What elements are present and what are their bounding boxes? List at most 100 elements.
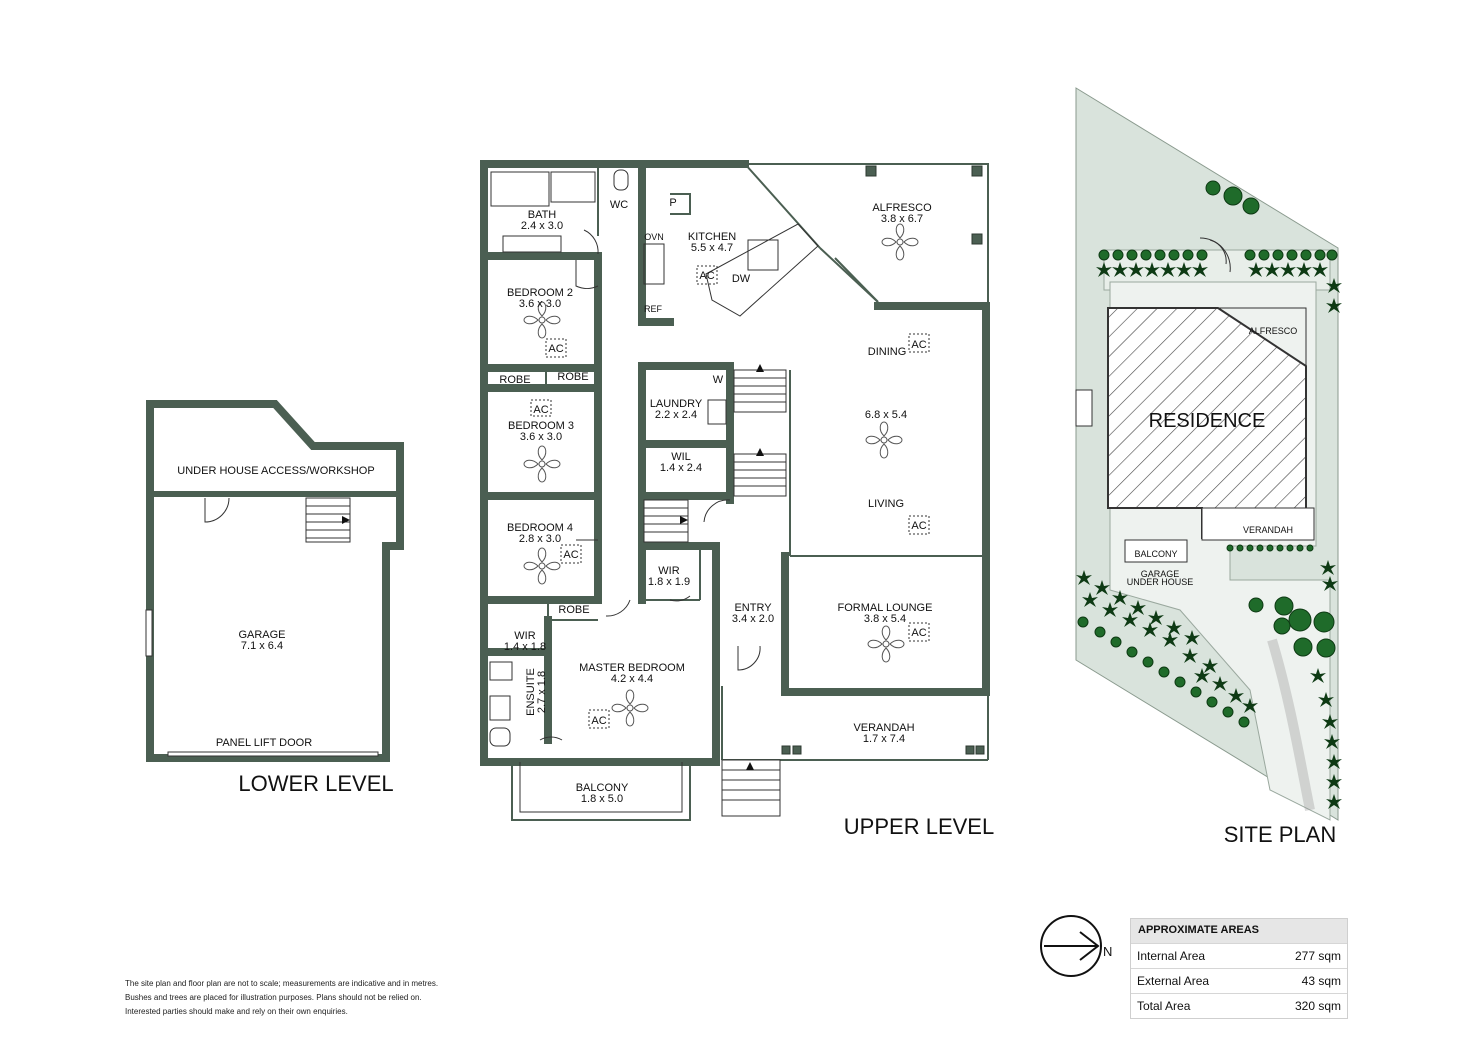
upper-stairs: [643, 364, 787, 817]
areas-header: APPROXIMATE AREAS: [1131, 919, 1347, 943]
bedroom-2-label: BEDROOM 2: [507, 287, 573, 299]
approximate-areas-table: APPROXIMATE AREAS Internal Area 277 sqm …: [1130, 918, 1348, 1019]
wir-label: WIR: [658, 565, 679, 577]
wir-size: 1.8 x 1.9: [648, 576, 690, 588]
panel-lift-door-label: PANEL LIFT DOOR: [216, 737, 312, 749]
alfresco-size: 3.8 x 6.7: [881, 213, 923, 225]
north-label: N: [1103, 944, 1113, 959]
kitchen-label: KITCHEN: [688, 231, 736, 243]
entry-size: 3.4 x 2.0: [732, 613, 774, 625]
residence-label: RESIDENCE: [1149, 410, 1266, 432]
pantry-label: P: [669, 197, 676, 209]
site-alfresco-label: ALFRESCO: [1249, 326, 1298, 336]
site-plan-title: SITE PLAN: [1224, 822, 1336, 847]
site-verandah-label: VERANDAH: [1243, 525, 1293, 535]
formal-lounge-ac-label: AC: [911, 627, 926, 639]
living-ac-label: AC: [911, 520, 926, 532]
oven-label: OVN: [644, 232, 664, 242]
bedroom-4-ac-label: AC: [563, 549, 578, 561]
kitchen-ac-label: AC: [699, 270, 714, 282]
site-balcony-label: BALCONY: [1134, 549, 1177, 559]
bath-label: BATH: [528, 209, 557, 221]
ac-icon: [588, 709, 610, 729]
disclaimer-line: Interested parties should make and rely …: [125, 1007, 348, 1016]
ensuite-size: 2.7 x 1.8: [536, 671, 548, 713]
formal-lounge-label: FORMAL LOUNGE: [838, 602, 933, 614]
balcony-label: BALCONY: [576, 782, 629, 794]
workshop-label: UNDER HOUSE ACCESS/WORKSHOP: [177, 465, 374, 477]
dining-ac-label: AC: [911, 339, 926, 351]
ac-icon: [908, 622, 930, 642]
living-label: LIVING: [868, 498, 904, 510]
wil-size: 1.4 x 2.4: [660, 462, 702, 474]
bedroom-3-size: 3.6 x 3.0: [520, 431, 562, 443]
living-size: 6.8 x 5.4: [865, 409, 907, 421]
bedroom-4-label: BEDROOM 4: [507, 522, 573, 534]
entry-label: ENTRY: [734, 602, 772, 614]
site-trees: [1077, 180, 1338, 728]
formal-lounge-size: 3.8 x 5.4: [864, 613, 906, 625]
area-value: 320 sqm: [1294, 999, 1341, 1013]
area-value: 43 sqm: [1301, 974, 1341, 988]
robe-label: ROBE: [557, 371, 588, 383]
site-garage-label: GARAGE: [1141, 569, 1180, 579]
ceiling-fan-icon: [611, 689, 649, 727]
verandah-size: 1.7 x 7.4: [863, 733, 905, 745]
area-value: 277 sqm: [1294, 949, 1341, 963]
north-arrow-icon: [1040, 915, 1102, 977]
garage-size: 7.1 x 6.4: [241, 640, 283, 652]
ceiling-fan-icon: [865, 421, 903, 459]
bedroom-3-label: BEDROOM 3: [508, 420, 574, 432]
alfresco-label: ALFRESCO: [872, 202, 932, 214]
master-ac-label: AC: [591, 715, 606, 727]
robe-label: ROBE: [558, 604, 589, 616]
area-row: Total Area 320 sqm: [1131, 993, 1347, 1018]
disclaimer: The site plan and floor plan are not to …: [125, 977, 485, 1019]
site-plan: [1075, 87, 1339, 821]
ac-icon: [560, 544, 582, 564]
master-bedroom-size: 4.2 x 4.4: [611, 673, 653, 685]
fridge-label: REF: [644, 304, 663, 314]
bedroom-2-ac-label: AC: [548, 343, 563, 355]
wc-label: WC: [610, 199, 628, 211]
kitchen-size: 5.5 x 4.7: [691, 242, 733, 254]
area-row: Internal Area 277 sqm: [1131, 943, 1347, 968]
area-label: Internal Area: [1137, 949, 1206, 963]
ac-icon: [696, 265, 718, 285]
ceiling-fan-icon: [881, 223, 919, 261]
dining-label: DINING: [868, 346, 907, 358]
ac-icon: [908, 515, 930, 535]
balcony-size: 1.8 x 5.0: [581, 793, 623, 805]
lower-level-plan: [145, 400, 404, 762]
bedroom-3-ac-label: AC: [533, 404, 548, 416]
laundry-size: 2.2 x 2.4: [655, 409, 697, 421]
ensuite-label: ENSUITE: [525, 668, 537, 716]
area-label: Total Area: [1137, 999, 1191, 1013]
upper-level-plan: [480, 160, 990, 821]
disclaimer-line: The site plan and floor plan are not to …: [125, 979, 439, 988]
lower-stairs: [305, 497, 351, 543]
upper-level-title: UPPER LEVEL: [844, 814, 994, 839]
robe-label: ROBE: [499, 374, 530, 386]
ac-icon: [545, 338, 567, 358]
ac-icon: [530, 399, 552, 417]
laundry-label: LAUNDRY: [650, 398, 703, 410]
ac-icon: [908, 333, 930, 353]
bedroom-4-size: 2.8 x 3.0: [519, 533, 561, 545]
site-under-house-label: UNDER HOUSE: [1127, 577, 1194, 587]
ceiling-fan-icon: [867, 625, 905, 663]
dishwasher-label: DW: [732, 273, 751, 285]
garage-label: GARAGE: [238, 629, 285, 641]
ceiling-fan-icon: [523, 547, 561, 585]
lower-level-title: LOWER LEVEL: [238, 771, 393, 796]
disclaimer-line: Bushes and trees are placed for illustra…: [125, 993, 422, 1002]
bedroom-2-size: 3.6 x 3.0: [519, 298, 561, 310]
area-row: External Area 43 sqm: [1131, 968, 1347, 993]
area-label: External Area: [1137, 974, 1210, 988]
wil-label: WIL: [671, 451, 691, 463]
ceiling-fan-icon: [523, 445, 561, 483]
washer-label: W: [713, 374, 724, 386]
bath-size: 2.4 x 3.0: [521, 220, 563, 232]
wir-size: 1.4 x 1.8: [504, 641, 546, 653]
